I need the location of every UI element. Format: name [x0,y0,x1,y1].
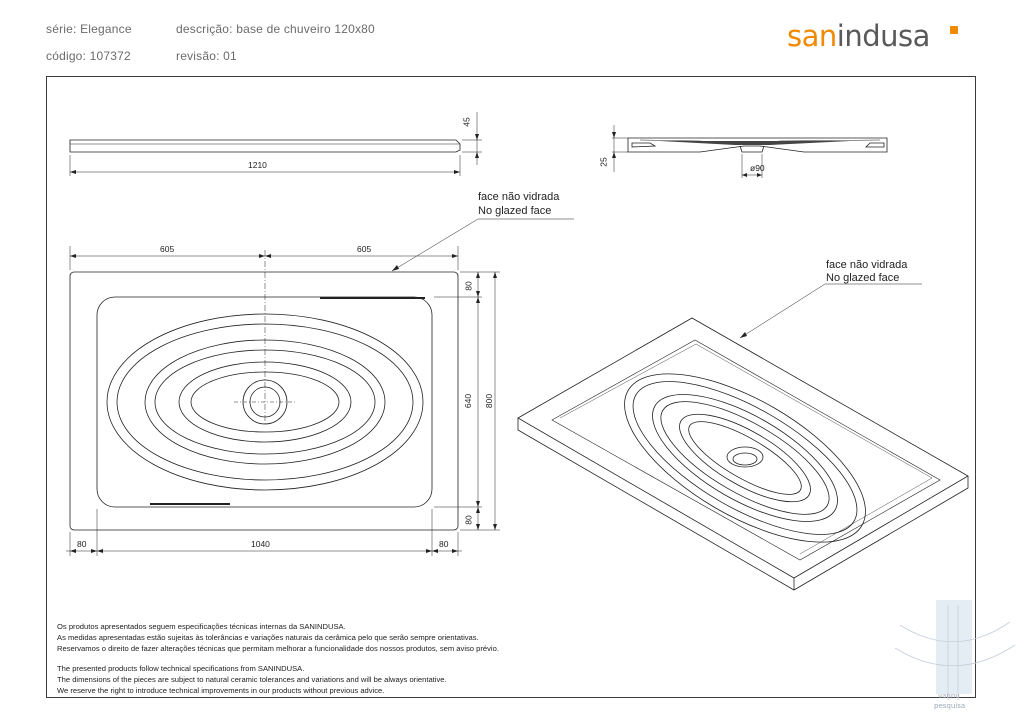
dim-side-length: 1210 [248,160,267,170]
revision-label: revisão: 01 [176,49,237,63]
drawing-frame [46,76,976,698]
footer-en-3: We reserve the right to introduce techni… [57,686,385,695]
description-label: descrição: base de chuveiro 120x80 [176,22,375,36]
dim-section-height: 25 [598,157,609,167]
logo-part-indusa: indusa [836,19,931,53]
dim-margin-bottom: 80 [463,515,474,525]
footer-pt-2: As medidas apresentadas estão sujeitas à… [57,633,479,642]
note-plan-en: No glazed face [478,205,552,217]
dim-top-half-right: 605 [357,244,372,254]
dim-side-height: 45 [461,117,472,127]
plan-view [66,218,574,556]
note-plan-pt: face não vidrada [478,191,560,203]
dim-inner-height: 640 [463,393,474,409]
logo-mark-icon [950,26,958,34]
dim-drain-diameter: ø90 [750,163,765,173]
dim-inner-width: 1040 [251,539,270,549]
dim-margin-left: 80 [77,539,87,549]
dim-top-half-left: 605 [160,244,175,254]
dim-margin-right: 80 [439,539,449,549]
watermark-line-1: vannu [938,692,960,700]
sanindusa-logo: sanindusa [787,20,930,52]
watermark-line-2: pesquisa [934,702,966,710]
note-persp-en: No glazed face [826,272,900,284]
side-elevation [69,112,482,176]
logo-part-san: san [787,19,837,53]
footer-pt-1: Os produtos apresentados seguem especifi… [57,622,346,631]
dim-total-height: 800 [484,393,495,409]
dim-margin-top: 80 [463,281,474,291]
perspective-view [517,283,969,591]
section-view [612,125,888,178]
serie-label: série: Elegance [46,22,132,36]
code-label: código: 107372 [46,49,131,63]
footer-en-2: The dimensions of the pieces are subject… [57,675,447,684]
note-persp-pt: face não vidrada [826,259,908,271]
watermark-graphic [894,600,1016,700]
footer-en-1: The presented products follow technical … [57,664,305,673]
footer-pt-3: Reservamos o direito de fazer alterações… [57,644,499,653]
